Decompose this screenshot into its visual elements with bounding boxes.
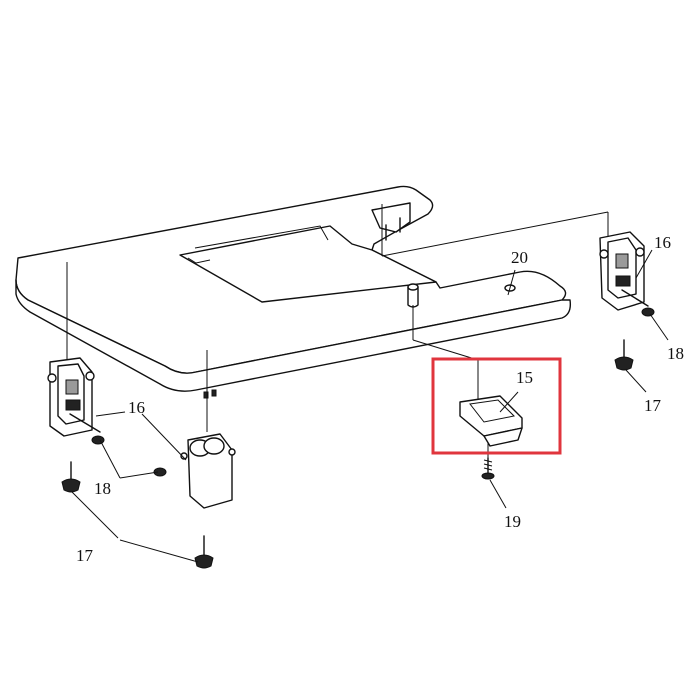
leg-bracket-right bbox=[599, 231, 649, 311]
guide-pin bbox=[407, 283, 419, 308]
leg-bracket-left bbox=[47, 357, 101, 437]
label-15: 15 bbox=[516, 368, 533, 387]
highlight-box bbox=[431, 357, 562, 455]
leader-lines bbox=[71, 249, 669, 563]
screw-19 bbox=[481, 457, 495, 480]
label-20: 20 bbox=[511, 248, 528, 267]
label-16-left: 16 bbox=[128, 398, 145, 417]
leg-bracket-center bbox=[180, 433, 236, 509]
label-17-left: 17 bbox=[76, 546, 94, 565]
adjuster-foot-right bbox=[614, 339, 634, 371]
extension-table bbox=[15, 185, 572, 399]
adjuster-foot-left bbox=[61, 461, 81, 493]
label-16-right: 16 bbox=[654, 233, 671, 252]
nuts bbox=[91, 307, 655, 477]
label-17-right: 17 bbox=[644, 396, 662, 415]
alignment-lines bbox=[66, 204, 609, 458]
label-18-left: 18 bbox=[94, 479, 111, 498]
support-bracket-15 bbox=[459, 395, 523, 447]
label-19: 19 bbox=[504, 512, 521, 531]
adjuster-foot-center bbox=[194, 535, 214, 569]
label-18-right: 18 bbox=[667, 344, 684, 363]
